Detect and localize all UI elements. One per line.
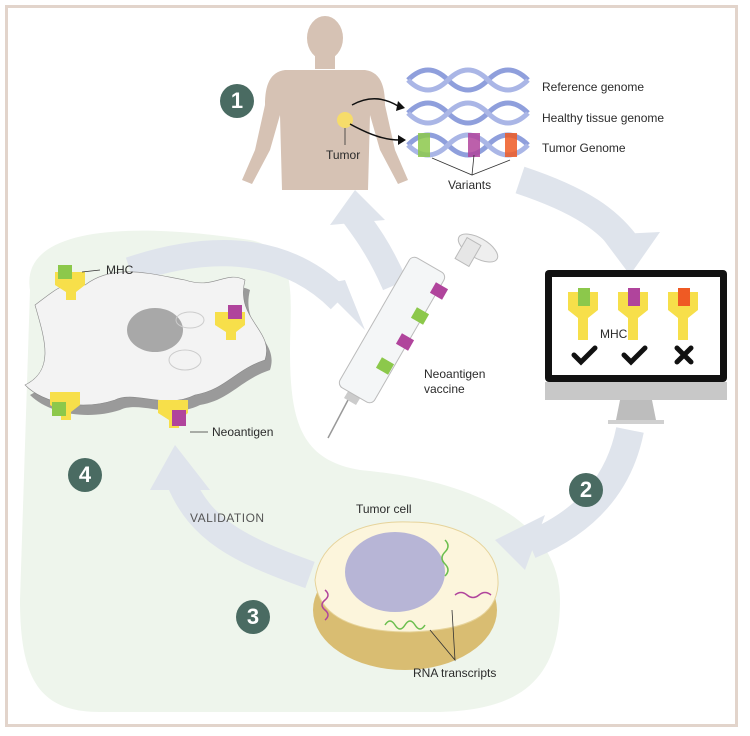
- dendritic-cell-icon: [24, 271, 272, 415]
- validation-label: VALIDATION: [190, 511, 265, 525]
- rna-purple-2: [454, 591, 492, 599]
- arrow-head-body: [330, 190, 385, 225]
- arrow-head-validation: [150, 445, 210, 490]
- mhc-orange-icon: [668, 288, 698, 340]
- healthy-genome-label: Healthy tissue genome: [542, 111, 665, 125]
- tumor-label: Tumor: [326, 148, 361, 162]
- arrow-head-1: [600, 232, 660, 275]
- arrow-head-2: [495, 515, 545, 570]
- tumor-cell-label: Tumor cell: [356, 502, 412, 516]
- arrow-head-vaccine: [320, 280, 365, 330]
- mhc-purple-icon: [618, 288, 648, 340]
- check-icon-1: [571, 345, 598, 366]
- variants-label: Variants: [448, 178, 492, 192]
- rna-pointer: [429, 609, 456, 662]
- variant-orange: [505, 133, 517, 157]
- rna-purple-1: [321, 589, 329, 621]
- tumor-genome-label: Tumor Genome: [542, 141, 626, 155]
- human-body-icon: [242, 16, 408, 190]
- rna-green-1: [441, 539, 449, 577]
- vaccine-label-line2: vaccine: [424, 382, 465, 396]
- figure-border: [5, 5, 738, 727]
- cross-icon: [674, 345, 694, 365]
- mhc-cell-purple-1: [215, 305, 245, 340]
- check-icon-2: [621, 345, 648, 366]
- step-badge-2: 2: [569, 473, 603, 507]
- step-badge-1: 1: [220, 84, 254, 118]
- variants-pointer: [431, 154, 511, 176]
- mhc-cell-green-2: [50, 392, 80, 420]
- tumor-icon: [337, 112, 353, 128]
- rna-transcripts-label: RNA transcripts: [413, 666, 497, 680]
- dna-tumor-icon: [406, 132, 530, 158]
- mhc-screen-label: MHC: [600, 327, 628, 341]
- reference-genome-label: Reference genome: [542, 80, 645, 94]
- vaccine-label-line1: Neoantigen: [424, 367, 486, 381]
- arrow-to-tumor-genome: [349, 123, 401, 141]
- dna-healthy-icon: [406, 100, 530, 126]
- step-badge-4: 4: [68, 458, 102, 492]
- tumor-cell-icon: [313, 521, 499, 670]
- arrow-to-healthy: [351, 98, 399, 107]
- variant-purple: [468, 133, 480, 157]
- dna-reference-icon: [406, 67, 530, 93]
- rna-green-2: [384, 620, 426, 630]
- arrow-cell-to-vaccine: [125, 240, 350, 310]
- syringe-icon: [327, 233, 499, 439]
- neoantigen-label: Neoantigen: [212, 425, 274, 439]
- step-badge-3: 3: [236, 600, 270, 634]
- mhc-cell-label: MHC: [106, 263, 134, 277]
- arrow-validation: [167, 474, 315, 589]
- variant-green: [418, 133, 430, 157]
- mhc-cell-purple-2: [158, 400, 188, 428]
- mhc-green-icon: [568, 288, 598, 340]
- mhc-cell-green-1: [55, 265, 85, 300]
